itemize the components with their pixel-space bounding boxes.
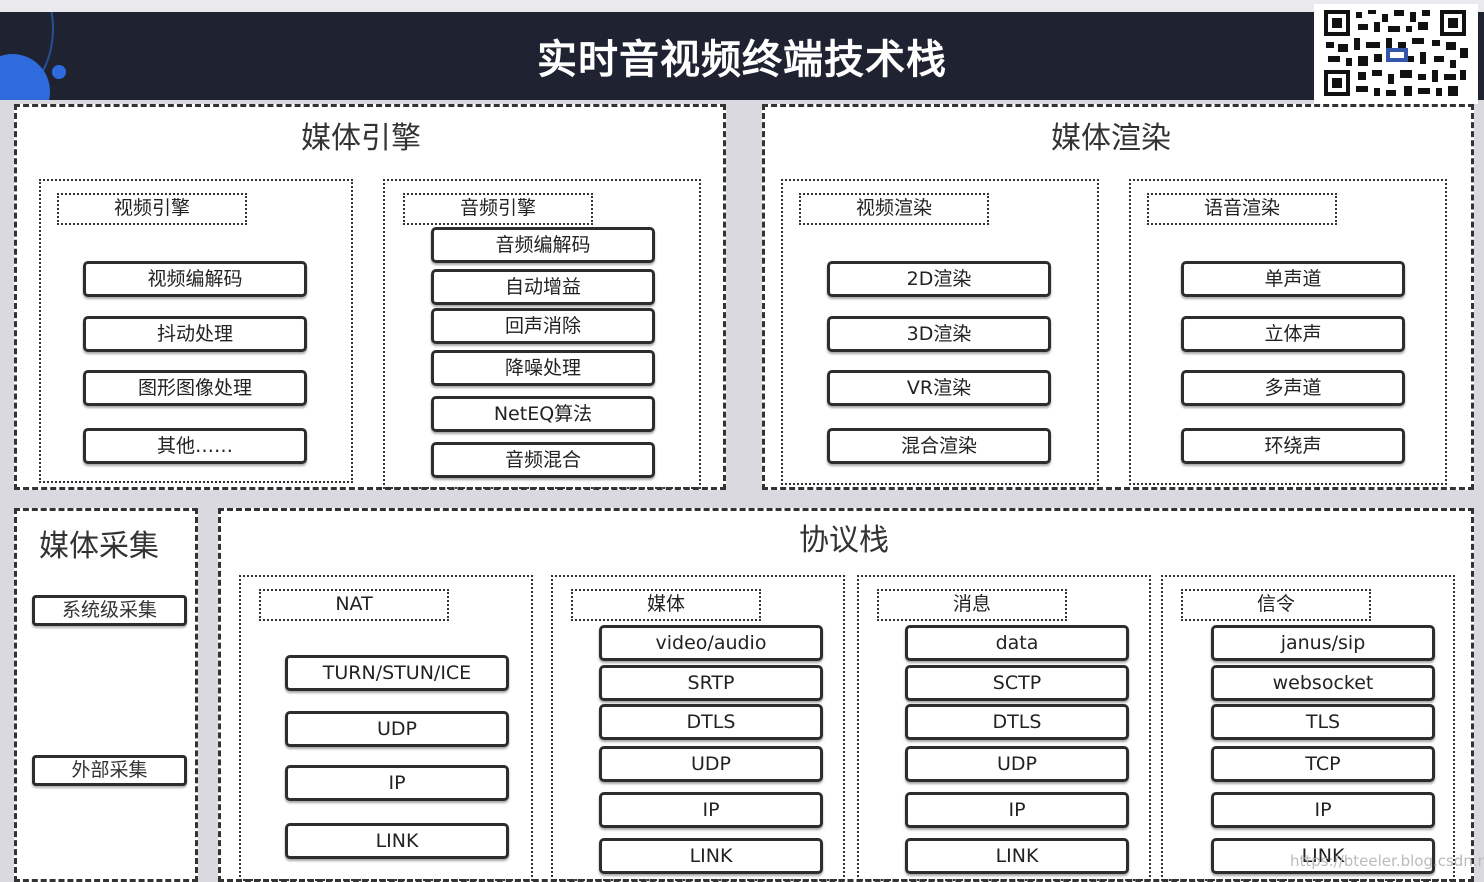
message-label: 消息 <box>877 589 1067 621</box>
page-title: 实时音视频终端技术栈 <box>537 37 947 83</box>
external-capture-box: 外部采集 <box>32 755 187 786</box>
message-group: 消息 data SCTP DTLS UDP IP LINK <box>857 575 1151 881</box>
top-strip <box>0 0 1484 12</box>
turn-stun-ice-box: TURN/STUN/ICE <box>285 655 509 691</box>
image-processing-box: 图形图像处理 <box>83 370 307 406</box>
tcp-box: TCP <box>1211 746 1435 782</box>
websocket-box: websocket <box>1211 665 1435 701</box>
janus-sip-box: janus/sip <box>1211 625 1435 661</box>
audio-codec-box: 音频编解码 <box>431 227 655 263</box>
system-capture-box: 系统级采集 <box>32 595 187 626</box>
media-engine-title: 媒体引擎 <box>301 121 421 156</box>
message-udp-box: UDP <box>905 746 1129 782</box>
protocol-stack-panel: 协议栈 NAT TURN/STUN/ICE UDP IP LINK 媒体 vid… <box>218 508 1474 882</box>
audio-render-label: 语音渲染 <box>1147 193 1337 225</box>
jitter-handling-box: 抖动处理 <box>83 316 307 352</box>
video-render-label: 视频渲染 <box>799 193 989 225</box>
message-ip-box: IP <box>905 792 1129 828</box>
video-render-group: 视频渲染 2D渲染 3D渲染 VR渲染 混合渲染 <box>781 179 1099 485</box>
signaling-label: 信令 <box>1181 589 1371 621</box>
qr-code-icon <box>1314 4 1478 104</box>
video-engine-label: 视频引擎 <box>57 193 247 225</box>
nat-ip-box: IP <box>285 765 509 801</box>
video-codec-box: 视频编解码 <box>83 261 307 297</box>
echo-cancel-box: 回声消除 <box>431 308 655 344</box>
noise-reduction-box: 降噪处理 <box>431 350 655 386</box>
nat-udp-box: UDP <box>285 711 509 747</box>
media-dtls-box: DTLS <box>599 704 823 740</box>
mono-box: 单声道 <box>1181 261 1405 297</box>
media-protocol-group: 媒体 video/audio SRTP DTLS UDP IP LINK <box>551 575 845 881</box>
header-bar: 实时音视频终端技术栈 <box>0 12 1484 100</box>
video-engine-group: 视频引擎 视频编解码 抖动处理 图形图像处理 其他…… <box>39 179 353 483</box>
protocol-stack-title: 协议栈 <box>799 523 889 558</box>
decorative-dot <box>52 65 66 79</box>
media-render-title: 媒体渲染 <box>1051 121 1171 156</box>
message-link-box: LINK <box>905 838 1129 874</box>
srtp-box: SRTP <box>599 665 823 701</box>
tls-box: TLS <box>1211 704 1435 740</box>
media-ip-box: IP <box>599 792 823 828</box>
media-udp-box: UDP <box>599 746 823 782</box>
render-3d-box: 3D渲染 <box>827 316 1051 352</box>
nat-link-box: LINK <box>285 823 509 859</box>
media-protocol-label: 媒体 <box>571 589 761 621</box>
media-capture-panel: 媒体采集 系统级采集 外部采集 <box>14 508 198 882</box>
neteq-box: NetEQ算法 <box>431 396 655 432</box>
audio-mix-box: 音频混合 <box>431 442 655 478</box>
audio-engine-group: 音频引擎 音频编解码 自动增益 回声消除 降噪处理 NetEQ算法 音频混合 <box>383 179 701 489</box>
multichannel-box: 多声道 <box>1181 370 1405 406</box>
auto-gain-box: 自动增益 <box>431 269 655 305</box>
sctp-box: SCTP <box>905 665 1129 701</box>
audio-render-group: 语音渲染 单声道 立体声 多声道 环绕声 <box>1129 179 1447 485</box>
message-dtls-box: DTLS <box>905 704 1129 740</box>
surround-box: 环绕声 <box>1181 428 1405 464</box>
render-2d-box: 2D渲染 <box>827 261 1051 297</box>
media-link-box: LINK <box>599 838 823 874</box>
watermark: https://bteeler.blog.csdn.net <box>1290 852 1484 870</box>
signaling-link-box: LINK <box>1211 838 1435 874</box>
video-audio-box: video/audio <box>599 625 823 661</box>
data-box: data <box>905 625 1129 661</box>
nat-label: NAT <box>259 589 449 621</box>
audio-engine-label: 音频引擎 <box>403 193 593 225</box>
signaling-ip-box: IP <box>1211 792 1435 828</box>
render-hybrid-box: 混合渲染 <box>827 428 1051 464</box>
render-vr-box: VR渲染 <box>827 370 1051 406</box>
video-other-box: 其他…… <box>83 428 307 464</box>
media-render-panel: 媒体渲染 视频渲染 2D渲染 3D渲染 VR渲染 混合渲染 语音渲染 单声道 立… <box>762 104 1474 490</box>
media-engine-panel: 媒体引擎 视频引擎 视频编解码 抖动处理 图形图像处理 其他…… 音频引擎 音频… <box>14 104 726 490</box>
stereo-box: 立体声 <box>1181 316 1405 352</box>
media-capture-title: 媒体采集 <box>39 529 159 564</box>
signaling-group: 信令 janus/sip websocket TLS TCP IP LINK <box>1161 575 1455 881</box>
nat-group: NAT TURN/STUN/ICE UDP IP LINK <box>239 575 533 881</box>
